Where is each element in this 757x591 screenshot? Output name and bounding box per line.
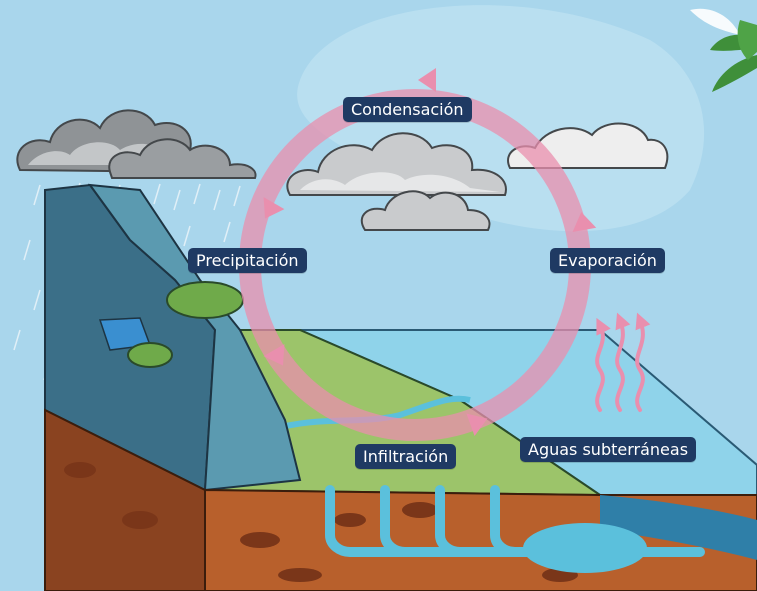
cloud-icon [286, 132, 507, 196]
evaporation-icon [595, 312, 651, 412]
palm-leaf-icon [710, 20, 757, 92]
mountain-side [87, 183, 302, 492]
soil-left [44, 408, 206, 591]
groundwater-flow [325, 485, 705, 557]
cloud-icon [360, 190, 491, 231]
label-evaporacion: Evaporación [550, 248, 665, 273]
label-condensacion: Condensación [343, 97, 472, 122]
cloud-icon [108, 138, 257, 179]
label-precipitacion: Precipitación [188, 248, 307, 273]
sea-depth [600, 495, 757, 560]
sky-streak [690, 8, 740, 35]
river [269, 395, 471, 433]
label-aguas-subterraneas: Aguas subterráneas [520, 437, 697, 462]
label-infiltracion: Infiltración [355, 444, 457, 469]
rock-fragments [64, 462, 578, 582]
aquifer [523, 523, 647, 573]
